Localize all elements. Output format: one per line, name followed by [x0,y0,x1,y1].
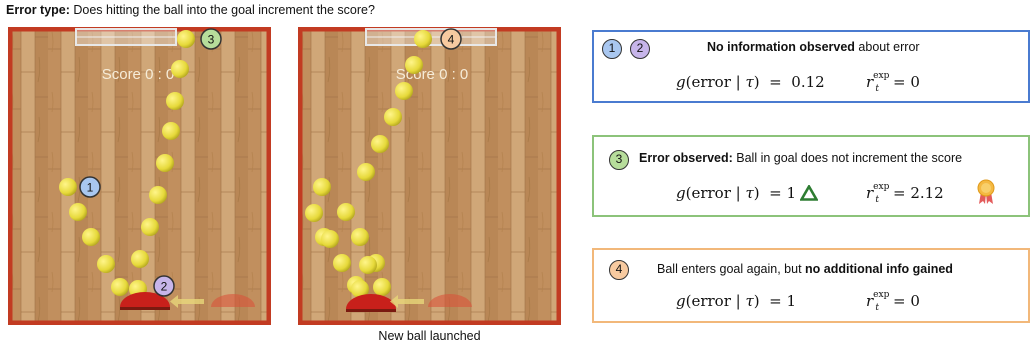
reward-formula: rexpt= 0 [866,292,920,313]
box-title-rest: about error [855,40,920,54]
box-title: Error observed: Ball in goal does not in… [639,151,962,165]
error-type-label: Error type: [6,3,70,17]
error-type-header: Error type: Does hitting the ball into t… [6,3,375,17]
badge-4: 4 [609,260,629,280]
score-text: Score 0 : 0 [102,66,175,83]
box-title: Ball enters goal again, but no additiona… [657,262,953,276]
marker-4: 4 [441,29,461,49]
reward-value: 0 [910,73,920,91]
marker-3-label: 3 [208,33,215,47]
badge-3: 3 [609,150,629,170]
panel-caption: New ball launched [298,329,561,343]
box-title-pre: Ball enters goal again, but [657,262,805,276]
likelihood-formula: g(error | τ) = 0.12 [676,73,825,91]
triangle-icon [800,185,818,201]
box-title-rest: Ball in goal does not increment the scor… [733,151,962,165]
box-title-bold: no additional info gained [805,262,953,276]
info-box-error-observed: 3 Error observed: Ball in goal does not … [592,135,1030,217]
info-box-no-additional-info: 4 Ball enters goal again, but no additio… [592,248,1030,323]
game-panel-2: Score 0 : 0 4 [298,27,561,325]
marker-1-label: 1 [87,181,94,195]
reward-formula: rexpt= 0 [866,73,920,94]
badge-2: 2 [630,39,650,59]
marker-4-label: 4 [448,33,455,47]
game-panel-1: Score 0 : 0 1 2 3 [8,27,271,325]
likelihood-value: 1 [787,184,797,202]
info-box-no-info: 1 2 No information observed about error … [592,30,1030,103]
box-title: No information observed about error [707,40,920,54]
goal [76,29,176,45]
badge-1: 1 [602,39,622,59]
reward-formula: rexpt= 2.12 [866,184,944,205]
marker-2: 2 [154,276,174,296]
marker-2-label: 2 [161,280,168,294]
box-title-bold: Error observed: [639,151,733,165]
reward-value: 0 [910,292,920,310]
likelihood-value: 1 [787,292,797,310]
likelihood-formula: g(error | τ) = 1 [676,184,796,202]
likelihood-formula: g(error | τ) = 1 [676,292,796,310]
box-title-bold: No information observed [707,40,855,54]
marker-3: 3 [201,29,221,49]
likelihood-value: 0.12 [791,73,824,91]
reward-value: 2.12 [910,184,943,202]
marker-1: 1 [80,177,100,197]
error-type-question: Does hitting the ball into the goal incr… [70,3,375,17]
medal-icon [976,179,996,205]
